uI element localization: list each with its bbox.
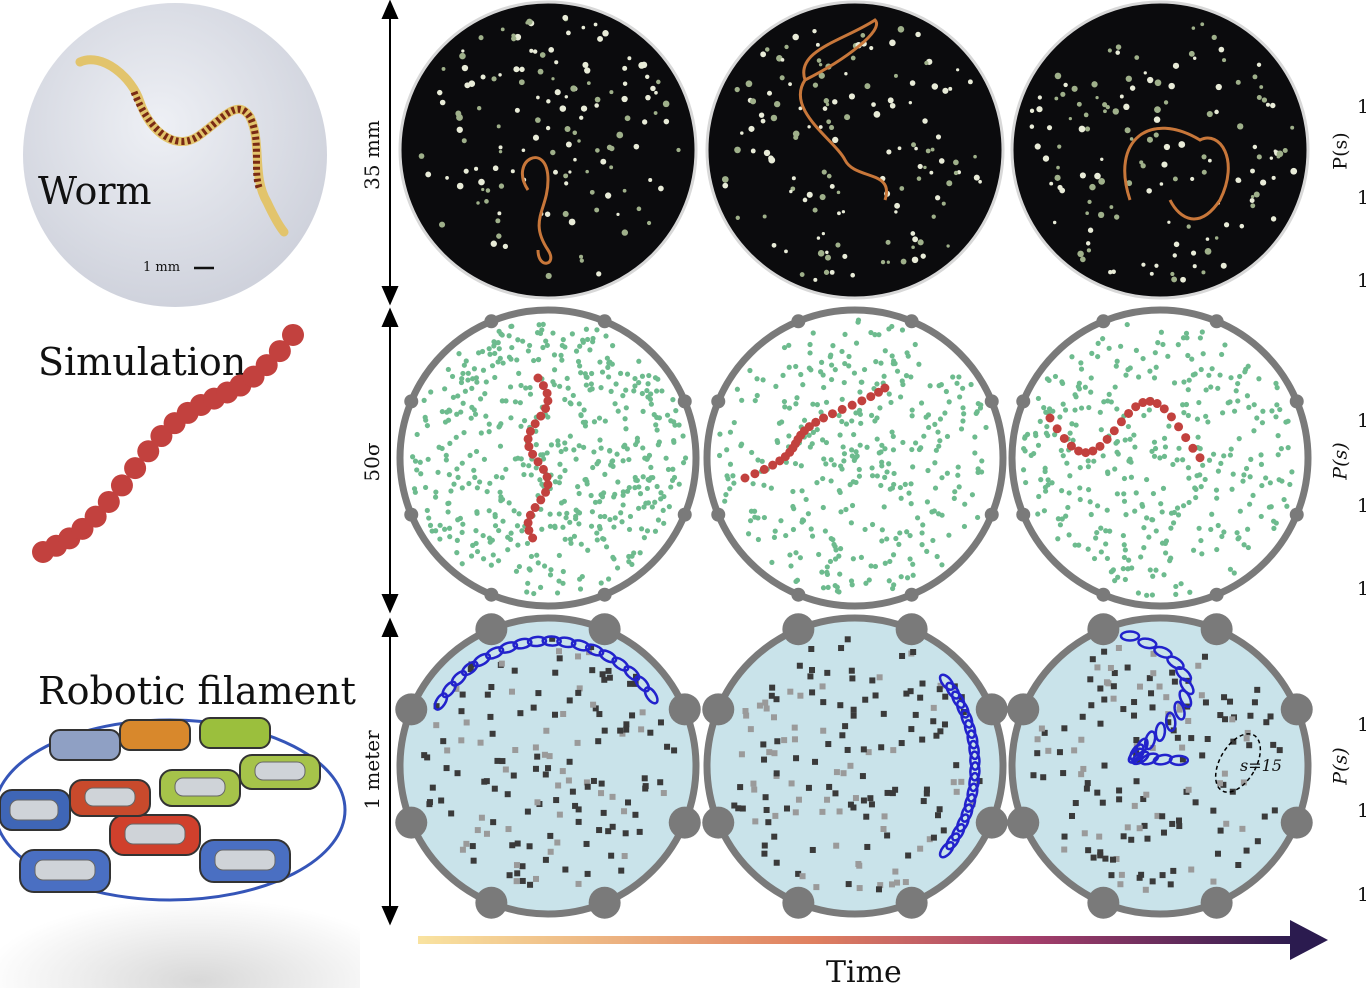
worm-dish-0 [398, 0, 698, 300]
scale-label-robotic: 1 meter [360, 730, 384, 810]
simulation-dish-2 [1008, 306, 1312, 610]
simulation-filament-illustration [25, 320, 315, 590]
bead-5 [97, 490, 120, 513]
robotic-dish-0 [395, 613, 701, 919]
tick-2: 1 [1357, 187, 1366, 209]
simulation-dish-0 [396, 306, 700, 610]
p-s-label-bot: P(s) [1329, 747, 1352, 785]
scale-label-simulation: 50σ [360, 442, 384, 482]
tick-5: 1 [1357, 495, 1366, 517]
row-label-simulation: Simulation [38, 340, 247, 384]
row-label-worm: Worm [38, 169, 152, 213]
tick-3: 1 [1357, 270, 1366, 292]
robotic-dish-1 [702, 613, 1008, 919]
tick-4: 1 [1357, 410, 1366, 432]
worm-dish-2 [1010, 0, 1310, 300]
robotic-dish-2 [1007, 613, 1313, 919]
worm-photo [22, 2, 328, 308]
time-axis-label: Time [826, 955, 902, 990]
bead-17 [255, 354, 278, 377]
tick-8: 1 [1357, 800, 1366, 822]
tick-1: 1 [1357, 96, 1366, 118]
bead-18 [268, 340, 291, 363]
scale-arrows [375, 0, 405, 930]
bead-4 [84, 505, 107, 528]
worm-dish-1 [705, 0, 1005, 300]
worm-scalebar-label: 1 mm [143, 260, 181, 275]
bead-19 [282, 323, 304, 346]
panel-grid [390, 0, 1320, 930]
tick-6: 1 [1357, 578, 1366, 600]
cluster-size-label: s=15 [1240, 756, 1282, 775]
row-label-robotic: Robotic filament [38, 669, 356, 713]
bead-6 [110, 474, 133, 497]
tick-9: 1 [1357, 884, 1366, 906]
time-arrow [418, 918, 1330, 962]
simulation-dish-1 [703, 306, 1007, 610]
p-s-label-mid: P(s) [1329, 442, 1352, 480]
tick-7: 1 [1357, 714, 1366, 736]
robotic-filament-photo [0, 700, 360, 988]
bead-8 [137, 440, 160, 463]
p-s-label-top: P(s) [1329, 132, 1352, 170]
bead-7 [124, 457, 147, 480]
scale-label-worm: 35 mm [360, 120, 384, 190]
